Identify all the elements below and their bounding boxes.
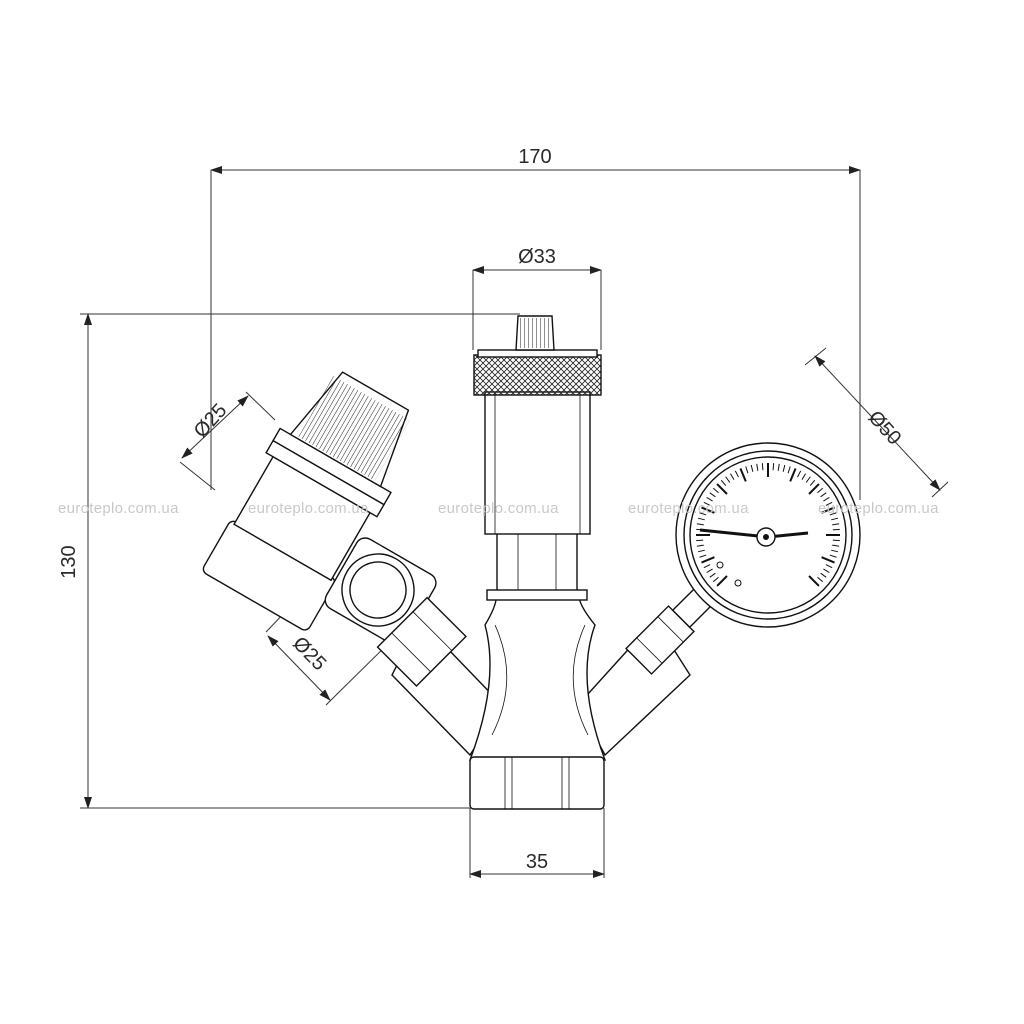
watermark: euroteplo.com.ua [438,500,559,517]
gauge-tick [699,554,707,558]
gauge-tick [701,556,715,564]
gauge-tick [697,517,705,521]
dim-overall-height: 130 [58,545,80,578]
gauge-tick [797,470,802,478]
watermark: euroteplo.com.ua [58,500,179,517]
gauge-tick [808,575,820,587]
gauge-tick [725,476,731,483]
gauge-tick [696,539,704,542]
gauge-tick [703,501,711,506]
gauge-tick [825,564,833,569]
gauge-tick [829,554,837,558]
gauge-tick [817,487,824,494]
gauge-tick [696,544,704,547]
gauge-tick [696,523,704,526]
gauge-tick [832,523,840,526]
gauge-tick [821,556,835,564]
dim-valve-port-diameter: Ø25 [288,633,330,675]
gauge-tick [701,506,715,514]
gauge-tick [782,464,786,472]
gauge-tick [820,492,827,498]
watermark: euroteplo.com.ua [628,500,749,517]
gauge-tick [716,575,728,587]
gauge-tick [817,576,824,583]
gauge-tick [820,572,827,578]
gauge-tick [825,501,833,506]
dimension-lines [80,166,949,878]
gauge-tick [697,549,705,553]
gauge-tick [712,487,719,494]
gauge-tick [706,496,713,502]
gauge-tick [823,568,830,574]
inlet-hex-nut [469,756,605,810]
gauge-tick [829,512,837,516]
gauge-tick [709,492,716,498]
pressure-gauge [625,442,861,675]
gauge-tick [706,568,713,574]
dim-inlet-width: 35 [526,851,548,873]
gauge-tick [756,463,759,471]
dim-valve-cap-diameter: Ø25 [190,400,232,443]
gauge-scale [696,463,840,587]
gauge-tick [821,506,835,514]
gauge-tick [729,473,735,480]
gauge-tick [832,544,840,547]
gauge-tick [734,470,739,478]
dim-overall-width: 170 [518,146,551,168]
gauge-tick [777,463,780,471]
gauge-tick [720,479,727,486]
gauge-tick [823,496,830,502]
watermark: euroteplo.com.ua [818,500,939,517]
gauge-tick [831,549,839,553]
gauge-tick [703,564,711,569]
gauge-tick [805,476,811,483]
gauge-tick [739,468,747,482]
gauge-tick [809,479,816,486]
gauge-tick [712,576,719,583]
gauge-tick [789,468,797,482]
gauge-tick [801,473,807,480]
watermark: euroteplo.com.ua [248,500,369,517]
gauge-tick [772,463,775,471]
dim-vent-diameter: Ø33 [518,246,556,268]
gauge-tick [699,512,707,516]
gauge-tick [832,528,840,531]
gauge-tick [709,572,716,578]
air-vent [473,315,602,535]
gauge-tick [832,539,840,542]
dim-gauge-diameter: Ø50 [864,407,906,450]
gauge-tick [750,464,754,472]
gauge-tick [808,483,820,495]
gauge-tick [787,466,791,474]
gauge-tick [745,466,749,474]
safety-valve [202,371,467,687]
gauge-tick [716,483,728,495]
gauge-tick [761,463,764,471]
gauge-tick [831,517,839,521]
